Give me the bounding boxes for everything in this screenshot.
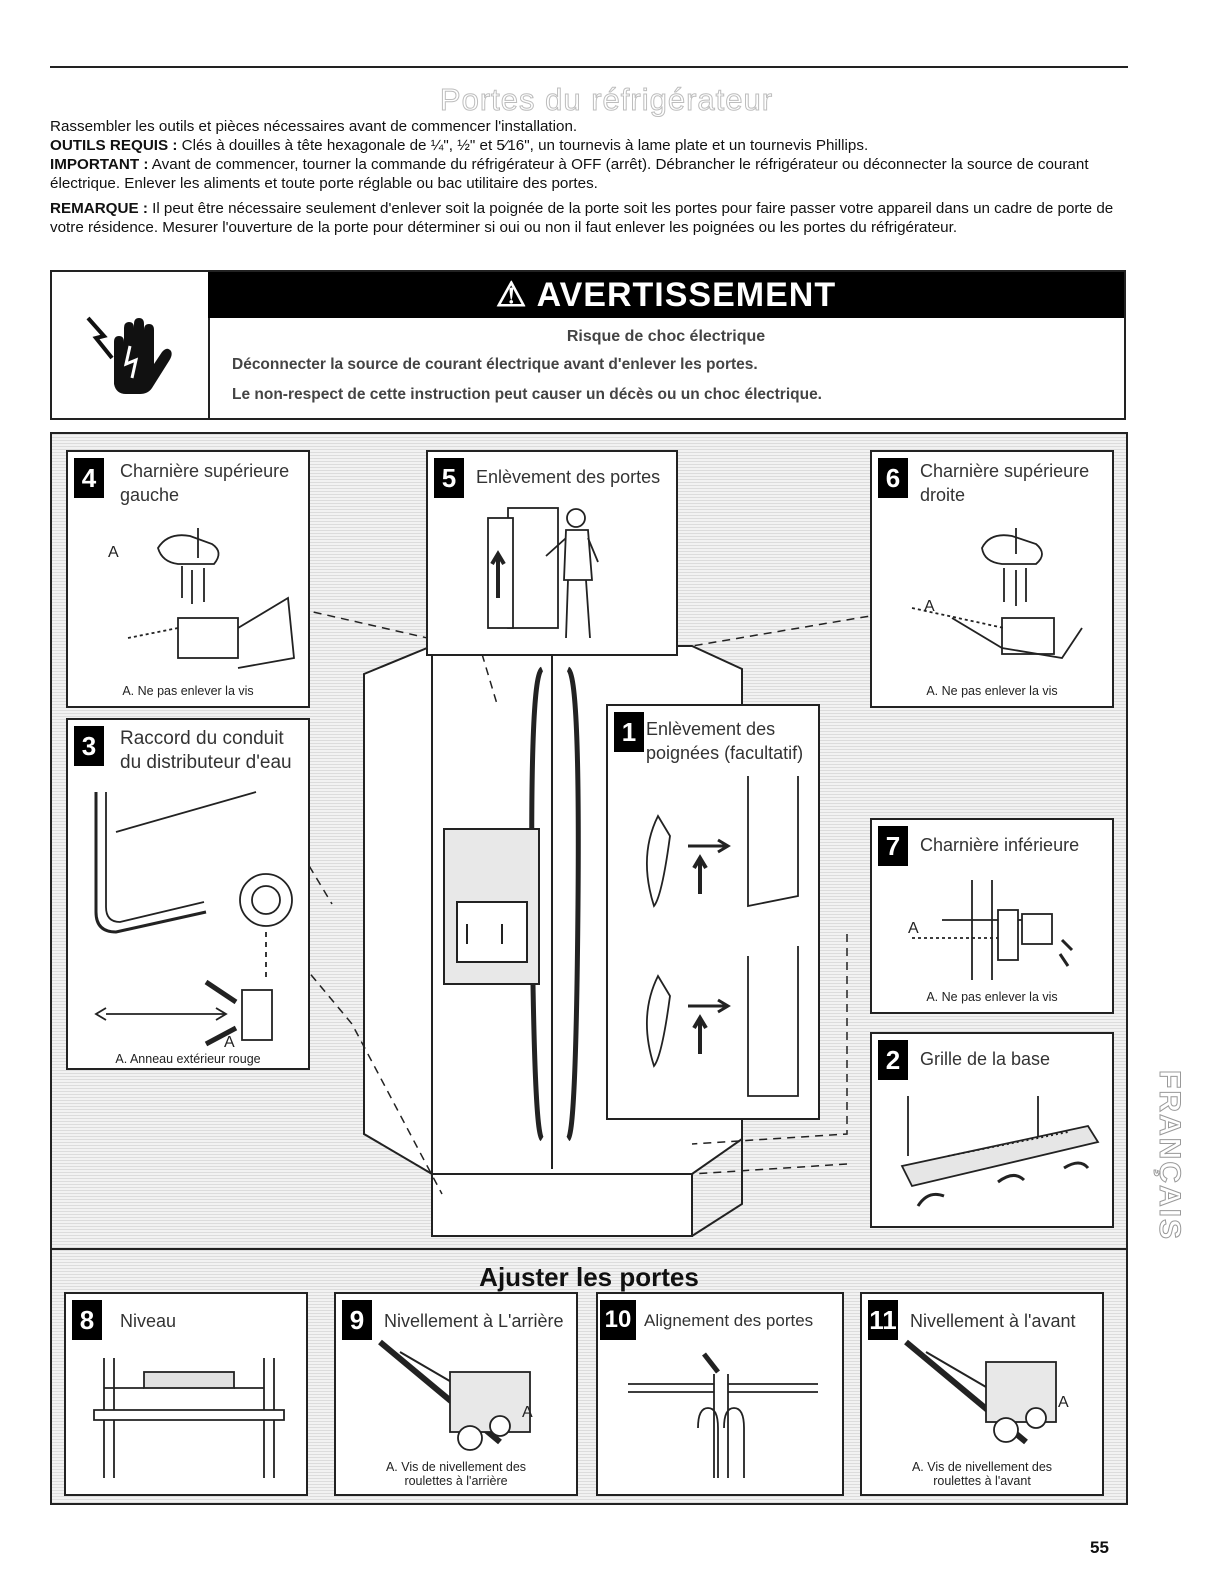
bottom-hinge-icon (912, 880, 1074, 980)
step-11-callout: A (1058, 1394, 1069, 1411)
step-4-number: 4 (74, 458, 104, 498)
step-3-callout: A (224, 1034, 235, 1051)
step-4-panel: 4 Charnière supérieure gauche A A. Ne pa… (66, 450, 310, 708)
door-removal-person-icon (487, 507, 599, 639)
step-8-number: 8 (72, 1300, 102, 1340)
door-alignment-icon (628, 1352, 818, 1478)
step-9-caption-2: roulettes à l'arrière (404, 1474, 508, 1488)
step-6-panel: 6 Charnière supérieure droite A A. Ne pa… (870, 450, 1114, 708)
step-1-number: 1 (614, 712, 644, 752)
step-3-title-1: Raccord du conduit (120, 728, 284, 749)
step-11-number: 11 (868, 1300, 898, 1340)
step-11-caption-2: roulettes à l'avant (933, 1474, 1031, 1488)
tools-label: OUTILS REQUIS : (50, 137, 178, 154)
step-9-caption-1: A. Vis de nivellement des (385, 1460, 527, 1474)
top-rule (50, 66, 1128, 68)
step-6-number: 6 (878, 458, 908, 498)
warning-triangle-icon: ⚠ (495, 276, 528, 314)
electric-shock-hand-icon (86, 316, 172, 394)
intro-line: Rassembler les outils et pièces nécessai… (50, 118, 578, 135)
language-side-tab: FRANÇAIS (1150, 1070, 1190, 1340)
step-6-title-1: Charnière supérieure (920, 461, 1090, 481)
step-9-callout: A (522, 1404, 533, 1421)
step-4-callout: A (108, 544, 119, 561)
water-line-connection-icon (94, 791, 293, 1047)
step-6-caption: A. Ne pas enlever la vis (926, 684, 1058, 698)
left-top-hinge-icon (127, 528, 295, 669)
page-title: Portes du réfrigérateur (439, 82, 774, 118)
step-10-title: Alignement des portes (644, 1311, 814, 1330)
step-3-panel: 3 Raccord du conduit du distributeur d'e… (66, 718, 310, 1070)
level-tool-icon (93, 1358, 285, 1478)
step-11-panel: 11 Nivellement à l'avant A A. Vis de niv… (860, 1292, 1104, 1496)
step-1-panel: 1 Enlèvement des poignées (facultatif) (606, 704, 820, 1120)
step-10-number: 10 (600, 1300, 636, 1340)
step-2-panel: 2 Grille de la base (870, 1032, 1114, 1228)
step-9-title: Nivellement à L'arrière (384, 1311, 564, 1331)
warning-box: ⚠ AVERTISSEMENT Risque de choc électriqu… (50, 270, 1126, 420)
step-3-title-2: du distributeur d'eau (120, 752, 292, 773)
rear-leveling-wrench-icon (378, 1339, 531, 1451)
handle-removal-icon (646, 776, 799, 1097)
base-grille-icon (900, 1096, 1100, 1207)
warning-subtitle: Risque de choc électrique (566, 328, 766, 345)
step-2-title: Grille de la base (920, 1049, 1051, 1069)
step-8-panel: 8 Niveau (64, 1292, 308, 1496)
note-label: REMARQUE : (50, 200, 148, 217)
step-1-title-2: poignées (facultatif) (646, 743, 804, 763)
step-7-caption: A. Ne pas enlever la vis (926, 990, 1058, 1004)
step-7-callout: A (908, 920, 919, 937)
step-4-title-1: Charnière supérieure (120, 461, 290, 481)
step-5-number: 5 (434, 458, 464, 498)
step-8-title: Niveau (120, 1311, 177, 1331)
step-3-caption: A. Anneau extérieur rouge (115, 1052, 261, 1066)
language-side-tab-text: FRANÇAIS (1153, 1070, 1187, 1242)
warning-header: ⚠ AVERTISSEMENT (208, 272, 1124, 318)
step-6-title-2: droite (920, 485, 966, 505)
step-7-title: Charnière inférieure (920, 835, 1080, 855)
tools-text: Clés à douilles à tête hexagonale de ¼",… (177, 137, 869, 154)
step-7-number: 7 (878, 826, 908, 866)
important-paragraph: IMPORTANT : Avant de commencer, tourner … (50, 155, 1130, 193)
step-7-panel: 7 Charnière inférieure A A. Ne pas enlev… (870, 818, 1114, 1014)
step-5-title: Enlèvement des portes (476, 467, 661, 487)
step-9-panel: 9 Nivellement à L'arrière A A. Vis de ni… (334, 1292, 578, 1496)
tools-paragraph: OUTILS REQUIS : Clés à douilles à tête h… (50, 136, 1130, 155)
warning-icon-cell (52, 272, 210, 418)
warning-line-1: Déconnecter la source de courant électri… (232, 356, 758, 373)
step-11-caption-1: A. Vis de nivellement des (911, 1460, 1053, 1474)
right-top-hinge-icon (911, 528, 1083, 659)
step-9-number: 9 (342, 1300, 372, 1340)
step-4-title-2: gauche (120, 485, 180, 505)
note-text: Il peut être nécessaire seulement d'enle… (50, 200, 1114, 236)
step-4-caption: A. Ne pas enlever la vis (122, 684, 254, 698)
warning-title: AVERTISSEMENT (536, 276, 837, 314)
step-5-panel: 5 Enlèvement des portes (426, 450, 678, 656)
step-2-number: 2 (878, 1040, 908, 1080)
front-leveling-wrench-icon (904, 1339, 1057, 1445)
step-1-title-1: Enlèvement des (646, 719, 776, 739)
step-6-callout: A (924, 598, 935, 615)
important-label: IMPORTANT : (50, 156, 149, 173)
note-paragraph: REMARQUE : Il peut être nécessaire seule… (50, 199, 1130, 237)
adjust-doors-title: Ajuster les portes (479, 1262, 699, 1292)
warning-line-2: Le non-respect de cette instruction peut… (232, 386, 822, 403)
important-text: Avant de commencer, tourner la commande … (50, 156, 1089, 192)
step-10-panel: 10 Alignement des portes (596, 1292, 844, 1496)
step-3-number: 3 (74, 726, 104, 766)
intro-text: Rassembler les outils et pièces nécessai… (50, 117, 1130, 237)
page-number: 55 (1090, 1538, 1109, 1557)
step-11-title: Nivellement à l'avant (910, 1311, 1076, 1331)
door-removal-diagram: 4 Charnière supérieure gauche A A. Ne pa… (50, 432, 1128, 1250)
